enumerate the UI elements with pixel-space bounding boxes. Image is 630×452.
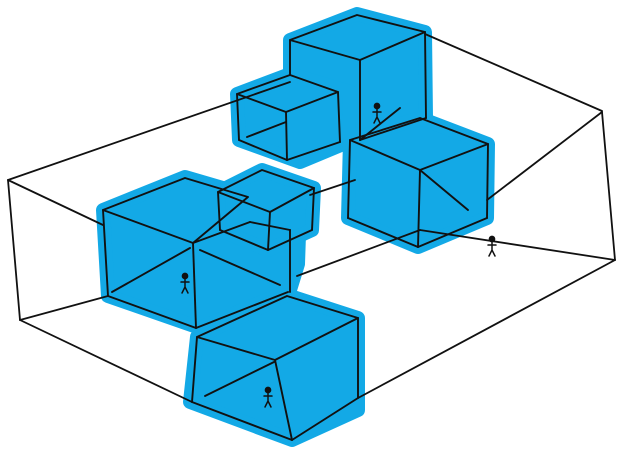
- room-top-front-right-edge: [486, 111, 603, 201]
- stick-figures: [180, 102, 497, 408]
- room-floor-right-edge: [419, 229, 616, 261]
- left-middle-block: [192, 221, 291, 329]
- bottom-cube: [191, 295, 359, 441]
- room-top-right-edge: [424, 33, 603, 112]
- stick-figure-body: [487, 241, 497, 257]
- room-right-vertical-edge: [601, 111, 616, 261]
- room-bottom-right-edge: [357, 259, 616, 399]
- figure-bottom-cube: [263, 386, 273, 408]
- room-bottom-left-edge: [19, 319, 193, 403]
- cube-linework: [102, 14, 489, 441]
- top-small-box: [236, 74, 341, 161]
- stick-figure-head: [488, 235, 496, 243]
- stick-figure-body: [180, 278, 190, 294]
- room-floor-back-left-edge: [19, 295, 109, 321]
- room-top-front-edge: [7, 179, 104, 226]
- stick-figure-body: [263, 392, 273, 408]
- figure-left-cluster: [180, 272, 190, 294]
- stick-figure-head: [264, 386, 272, 394]
- stick-figure-head: [181, 272, 189, 280]
- room-left-vertical-edge: [7, 179, 21, 321]
- right-cube: [347, 117, 489, 248]
- room-floor-back-edge: [296, 229, 421, 277]
- figure-right-of-center: [487, 235, 497, 257]
- room-floor-mid-edge: [309, 179, 356, 196]
- figure-top-cluster: [372, 102, 382, 124]
- left-big-cube: [102, 177, 249, 329]
- room-top-left-edge: [7, 81, 291, 181]
- stick-figure-head: [373, 102, 381, 110]
- room-outline: [7, 33, 616, 403]
- stick-figure-body: [372, 108, 382, 124]
- top-tall-cube: [289, 14, 427, 141]
- left-small-box: [217, 169, 315, 251]
